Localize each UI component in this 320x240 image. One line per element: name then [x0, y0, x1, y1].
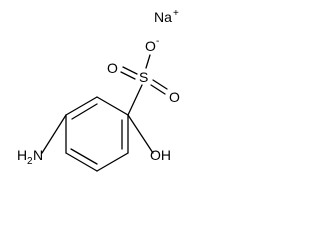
ring-bond-bottom-left [65, 152, 98, 172]
structure-canvas: Na + S O - O O OH H 2 N [0, 0, 200, 188]
ring-bond-top-right [96, 96, 129, 116]
ring-inner-bond-top [71, 103, 98, 120]
bond-sulfur-oxygen-right-b [150, 84, 166, 95]
bond-ring-hydroxyl [127, 114, 154, 154]
molecule-drawing: Na + S O - O O OH H 2 N [17, 8, 180, 172]
oxygen-top-charge: - [156, 36, 159, 47]
oxygen-top-label: O [145, 38, 156, 54]
hydroxyl-label: OH [150, 147, 171, 163]
bond-ring-sulfur [127, 84, 143, 116]
bond-sulfur-oxygen-right-a [152, 79, 168, 90]
amine-h-label: H [17, 147, 27, 163]
bond-sulfur-oxygen-top [145, 54, 151, 69]
bond-ring-amine [41, 114, 67, 154]
ring-bond-bottom-right [96, 152, 129, 172]
oxygen-right-label: O [169, 89, 180, 105]
amine-n-label: N [33, 147, 43, 163]
bond-sulfur-oxygen-left-b [120, 71, 136, 80]
ring-bond-top-left [65, 96, 98, 116]
sulfur-label: S [139, 69, 148, 85]
ring-inner-bond-bottom [70, 148, 98, 165]
amine-subscript: 2 [27, 156, 33, 167]
sodium-charge: + [173, 8, 179, 19]
oxygen-left-label: O [107, 60, 118, 76]
sodium-label: Na [154, 9, 172, 25]
bond-sulfur-oxygen-left-a [122, 66, 138, 75]
